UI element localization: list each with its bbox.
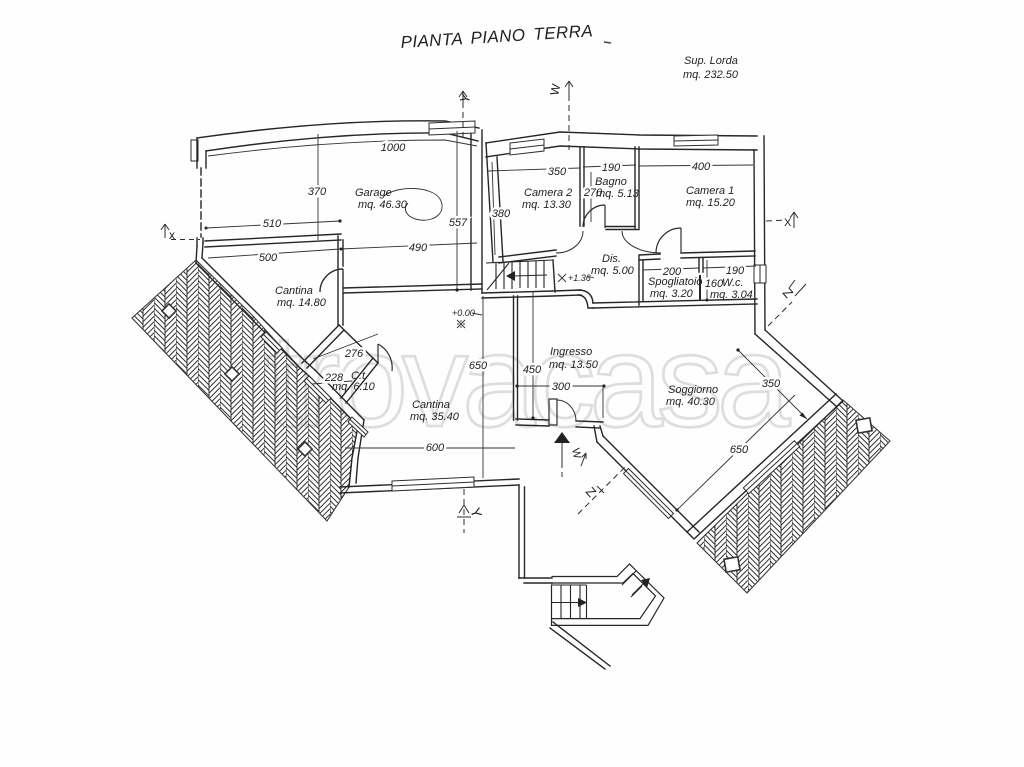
- svg-text:Sup. Lorda: Sup. Lorda: [684, 55, 738, 67]
- svg-text:Camera 1: Camera 1: [686, 185, 734, 197]
- svg-text:mq. 15.20: mq. 15.20: [686, 197, 736, 209]
- svg-text:mq. 35.40: mq. 35.40: [410, 411, 460, 423]
- svg-text:190: 190: [602, 162, 621, 174]
- svg-text:Bagno: Bagno: [595, 176, 627, 188]
- svg-text:X: X: [784, 217, 792, 229]
- svg-text:C.t.: C.t.: [351, 370, 368, 382]
- svg-text:490: 490: [409, 242, 428, 254]
- svg-text:mq. 5.13: mq. 5.13: [596, 188, 640, 200]
- svg-text:mq. 40.30: mq. 40.30: [666, 396, 716, 408]
- svg-text:350: 350: [548, 166, 567, 178]
- svg-text:270: 270: [583, 187, 603, 199]
- svg-text:mq. 14.80: mq. 14.80: [277, 297, 327, 309]
- svg-text:mq. 46.30: mq. 46.30: [358, 199, 408, 211]
- svg-text:190: 190: [726, 265, 745, 277]
- svg-text:W.c.: W.c.: [722, 277, 744, 289]
- svg-text:mq. 5.00: mq. 5.00: [591, 265, 635, 277]
- svg-text:x: x: [169, 228, 175, 242]
- svg-text:mq. 13.50: mq. 13.50: [549, 359, 599, 371]
- svg-text:mq. 3.20: mq. 3.20: [650, 288, 694, 300]
- svg-text:mq. 13.30: mq. 13.30: [522, 199, 572, 211]
- svg-text:Z: Z: [780, 285, 797, 301]
- svg-text:400: 400: [692, 161, 711, 173]
- svg-text:600: 600: [426, 442, 445, 454]
- svg-text:450: 450: [523, 364, 542, 376]
- svg-text:mq. 232.50: mq. 232.50: [683, 69, 739, 81]
- svg-text:1000: 1000: [381, 142, 406, 154]
- svg-text:Y: Y: [457, 91, 474, 105]
- svg-text:200: 200: [662, 266, 682, 278]
- svg-text:Ingresso: Ingresso: [550, 346, 592, 358]
- svg-text:Camera 2: Camera 2: [524, 187, 572, 199]
- svg-text:370: 370: [308, 186, 327, 198]
- svg-text:510: 510: [263, 218, 282, 230]
- svg-text:mq. 6.10: mq. 6.10: [332, 381, 376, 393]
- svg-text:Cantina: Cantina: [412, 399, 450, 411]
- svg-text:276: 276: [344, 348, 364, 360]
- svg-text:557: 557: [449, 217, 468, 229]
- svg-text:650: 650: [469, 360, 488, 372]
- svg-text:Cantina: Cantina: [275, 285, 313, 297]
- svg-text:W: W: [569, 447, 583, 460]
- svg-text:228: 228: [324, 372, 344, 384]
- svg-text:mq. 3.04: mq. 3.04: [710, 289, 753, 301]
- svg-text:500: 500: [259, 252, 278, 264]
- svg-text:380: 380: [492, 208, 511, 220]
- svg-text:Dis.: Dis.: [602, 253, 621, 265]
- svg-text:650: 650: [730, 444, 749, 456]
- svg-text:160: 160: [705, 278, 724, 290]
- svg-text:W: W: [547, 82, 563, 97]
- svg-text:+0.00: +0.00: [452, 308, 475, 318]
- svg-text:Spogliatoio: Spogliatoio: [648, 276, 702, 288]
- svg-text:Y: Y: [467, 506, 485, 521]
- svg-text:PIANTA PIANO TERRA: PIANTA PIANO TERRA: [400, 21, 593, 52]
- svg-text:+1.36: +1.36: [568, 273, 591, 283]
- svg-text:Garage: Garage: [355, 187, 392, 199]
- svg-text:300: 300: [552, 381, 571, 393]
- svg-text:350: 350: [762, 378, 781, 390]
- svg-text:Soggiorno: Soggiorno: [668, 384, 718, 396]
